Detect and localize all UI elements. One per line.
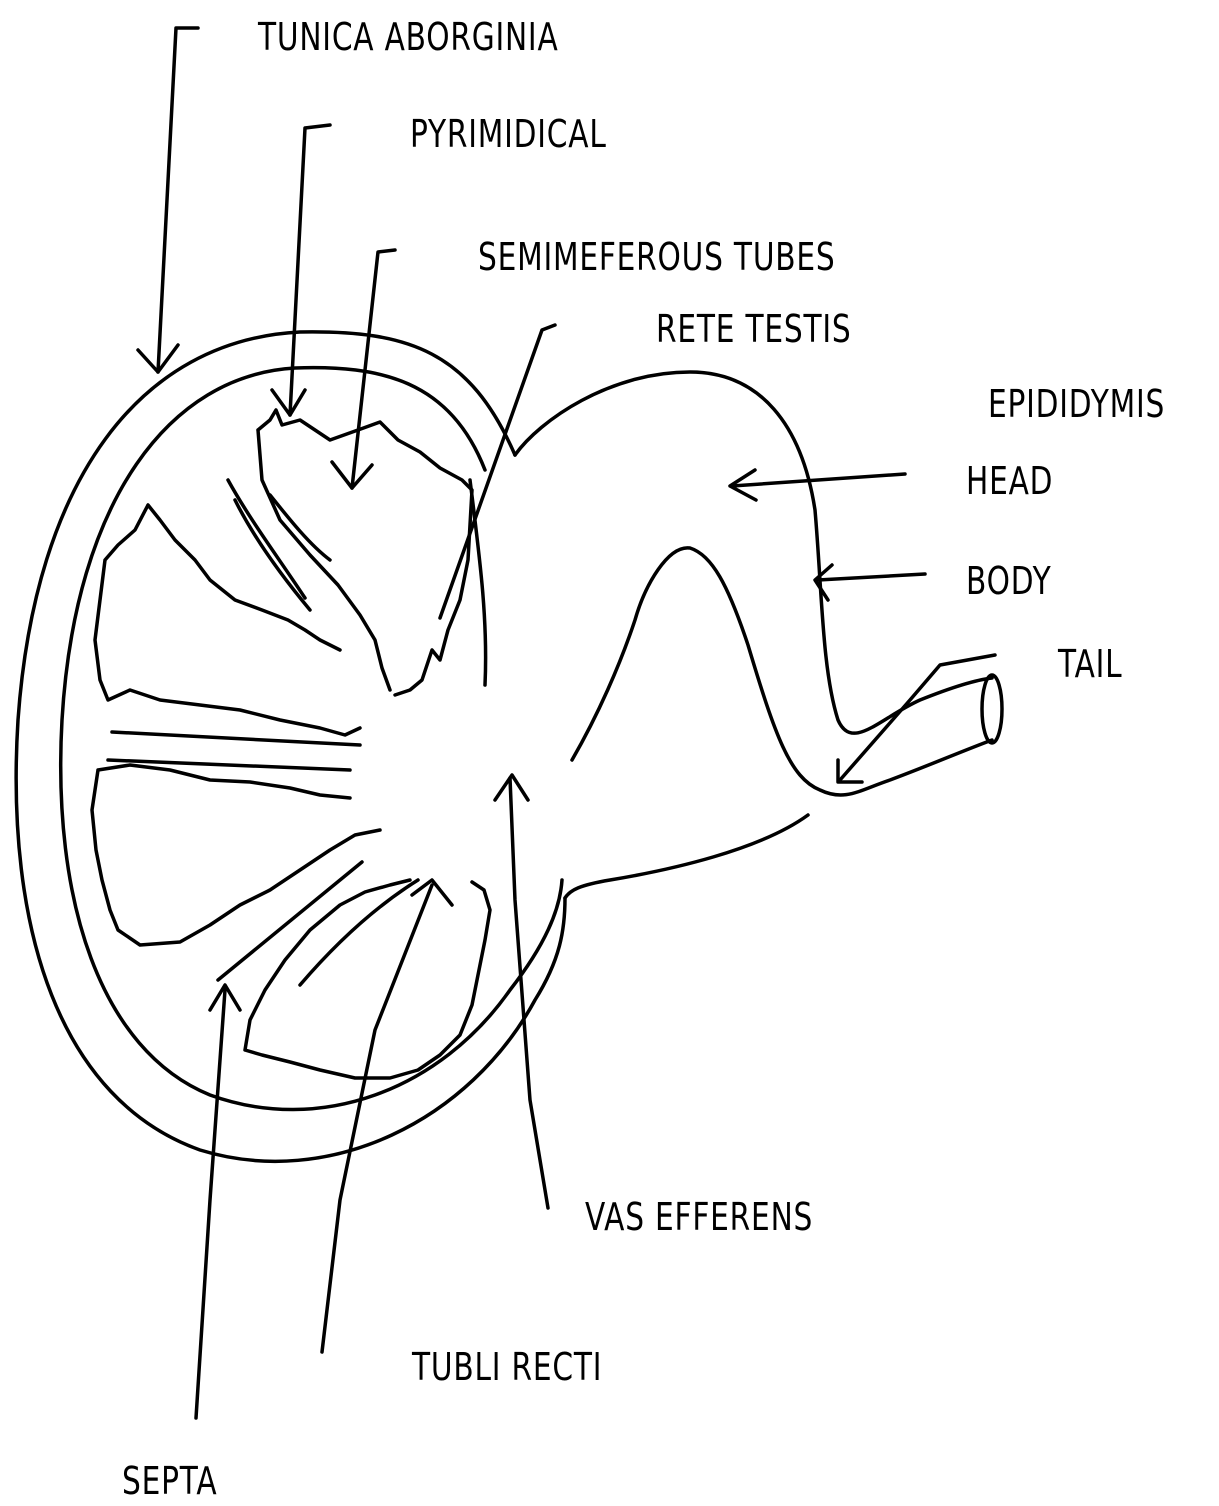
epididymis-tail-lower (572, 548, 992, 795)
label-epididymis: EPIDIDYMIS (988, 385, 1165, 423)
label-tunica-aborginia: TUNICA ABORGINIA (258, 18, 559, 56)
label-body: BODY (966, 562, 1052, 600)
arrow-pyrimidical (290, 125, 330, 415)
epididymis-outline (515, 372, 992, 733)
septum-2 (235, 500, 310, 610)
septum-1 (228, 480, 305, 598)
tail-end-ellipse (982, 675, 1002, 743)
arrow-body (818, 574, 925, 580)
label-rete-testis: RETE TESTIS (656, 310, 851, 348)
lobule-upper (258, 410, 472, 695)
septum-3 (270, 495, 330, 560)
lobule-left-upper (95, 505, 360, 735)
lobule-left-lower (92, 765, 380, 945)
arrow-tunica (158, 28, 198, 372)
label-tubli-recti: TUBLI RECTI (412, 1348, 602, 1386)
label-septa: SEPTA (122, 1462, 217, 1500)
label-head: HEAD (966, 462, 1053, 500)
arrow-vas (510, 778, 548, 1208)
tunica-inner-outline (61, 368, 562, 1110)
label-vas-efferens: VAS EFFERENS (585, 1198, 813, 1236)
septum-6 (218, 862, 362, 980)
label-semimeferous-tubes: SEMIMEFEROUS TUBES (478, 238, 836, 276)
arrow-septa (196, 990, 225, 1418)
label-pyrimidical: PYRIMIDICAL (410, 115, 607, 153)
epididymis-body-lower (565, 815, 808, 898)
septum-4 (112, 732, 360, 745)
arrow-head (732, 474, 905, 486)
tunica-outer-outline (16, 332, 565, 1161)
arrow-tail (840, 655, 995, 780)
arrow-tubli (322, 885, 432, 1352)
label-tail: TAIL (1058, 645, 1122, 683)
arrow-body-tip (815, 565, 832, 600)
lobule-lower (245, 880, 490, 1078)
